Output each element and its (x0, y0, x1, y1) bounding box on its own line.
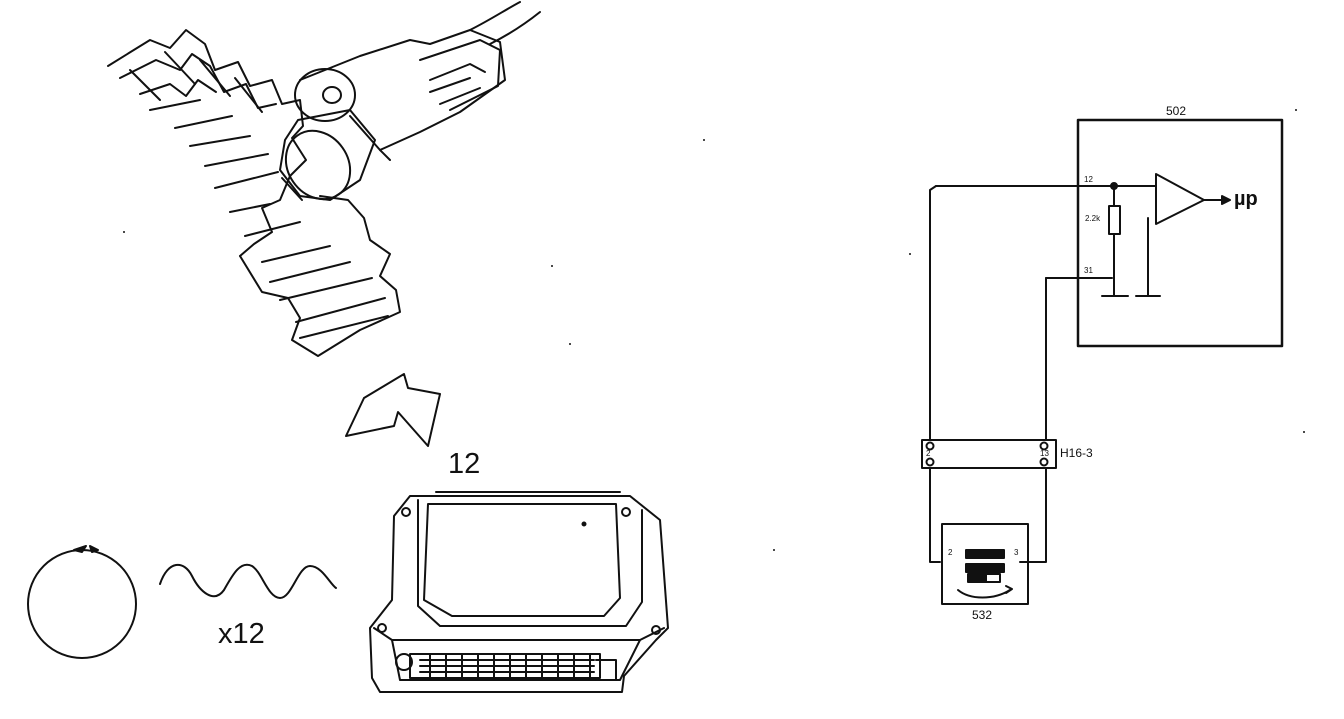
ecu-pin-label: 12 (448, 448, 481, 480)
microprocessor-output-label: µp (1234, 188, 1258, 210)
sensor-pin-a-label: 2 (948, 548, 953, 557)
resistor-value-label: 2.2k (1085, 214, 1101, 223)
signal-direction-arrow (345, 373, 441, 447)
revolution-circle (27, 545, 137, 659)
harness-wires (929, 185, 1047, 563)
ecu-control-unit (369, 491, 669, 693)
connector-pin-b-label: 13 (1040, 449, 1049, 458)
scan-speckles (123, 109, 1305, 551)
ecu-internal-wiring (935, 173, 1231, 297)
sensor-id-label: 532 (972, 608, 993, 622)
pulse-waveform (159, 563, 337, 599)
sensor-pin-b-label: 3 (1014, 548, 1019, 557)
ecu-502-box (1076, 118, 1284, 348)
pin-31-label: 31 (1084, 266, 1093, 275)
connector-pin-a-label: 2 (926, 449, 931, 458)
connector-h16-3 (921, 439, 1057, 469)
sensor-532 (941, 523, 1029, 605)
ecu-id-label: 502 (1166, 104, 1187, 118)
pulse-multiplier-label: x12 (218, 618, 265, 650)
pin-12-label: 12 (1084, 175, 1093, 184)
flywheel-ring-gear (107, 29, 401, 357)
connector-id-label: H16-3 (1060, 446, 1093, 460)
crankshaft-sensor (279, 1, 541, 201)
